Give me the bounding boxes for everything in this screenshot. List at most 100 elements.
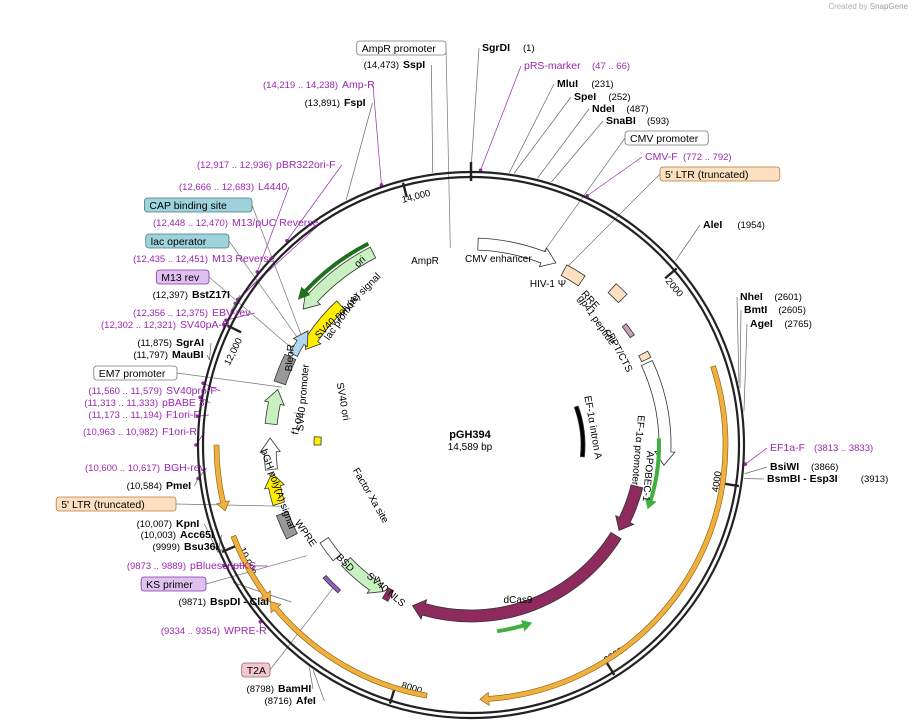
leader-line (508, 83, 555, 173)
label-name: pBABE 3' (162, 397, 207, 409)
leader-line (204, 523, 219, 553)
feature-cmv-enhancer (477, 237, 557, 268)
label-name: BsmBI - Esp3I (767, 473, 838, 485)
label-position: (3866) (811, 462, 838, 473)
feature-bleor (263, 388, 285, 426)
label-name: BstZ17I (192, 289, 230, 301)
box-background (93, 365, 178, 381)
left-label-sv40pro-f: (11,560 .. 11,579)SV40pro-F (88, 385, 216, 397)
feature-rre (607, 283, 628, 304)
left-label-pbluescriptks: (9873 .. 9889)pBluescriptKS (127, 560, 256, 572)
label-position: (8716) (265, 696, 292, 707)
leader-line (431, 64, 434, 173)
feature-label-dcas9: dCas9 (504, 595, 533, 606)
label-position: (487) (626, 104, 648, 115)
highlight-arc (213, 444, 230, 512)
label-name: BsiWI (770, 461, 799, 473)
plasmid-name: pGH394 (449, 429, 491, 441)
feature-inner-arrow (496, 619, 533, 634)
label-name: BspDI - ClaI (210, 596, 269, 608)
feature-label-hiv-1: HIV-1 Ψ (530, 279, 566, 290)
label-name: NdeI (592, 103, 615, 115)
box-text: CAP binding site (149, 200, 227, 212)
feature-sv40-promoter (259, 437, 281, 471)
box-label-ampr-promoter: AmpR promoter (356, 40, 447, 56)
label-name: CMV-F (645, 151, 678, 163)
leader-line (563, 173, 661, 271)
box-background (143, 197, 253, 213)
leader-line (744, 466, 768, 475)
label-position: (11,875) (137, 338, 172, 349)
bp-tick (221, 544, 237, 554)
right-label-bsmbi-esp3i: BsmBI - Esp3I(3913) (767, 473, 888, 485)
leader-line (194, 478, 199, 487)
label-position: (14,219 .. 14,238) (263, 80, 338, 91)
left-label-acc65i: (10,003)Acc65I (141, 529, 214, 541)
box-label-5-ltr-truncated: 5' LTR (truncated) (55, 496, 177, 512)
leader-line (175, 503, 283, 507)
box-text: KS primer (146, 579, 193, 591)
bp-tick (388, 688, 396, 704)
leader-line (470, 47, 480, 171)
label-name: WPRE-R (224, 625, 267, 637)
leader-line (228, 240, 302, 344)
label-position: (47 .. 66) (592, 61, 630, 72)
leader-line (372, 84, 382, 186)
label-position: (10,003) (141, 530, 176, 541)
box-background (624, 130, 709, 146)
bp-tick (664, 267, 678, 280)
label-name: pBluescriptKS (190, 560, 256, 572)
leader-line (551, 120, 604, 183)
label-position: (12,356 .. 12,375) (133, 308, 208, 319)
leader-line (309, 667, 314, 690)
feature-lac-promoter (289, 330, 309, 358)
right-label-prs-marker: pRS-marker(47 .. 66) (524, 60, 630, 72)
leader-line (286, 164, 343, 241)
label-position: (772 .. 792) (683, 152, 732, 163)
label-name: BmtI (744, 304, 767, 316)
left-label-afei: (8716)AfeI (265, 695, 316, 707)
label-position: (11,560 .. 11,579) (88, 386, 162, 397)
right-label-nhei: NheI(2601) (740, 291, 802, 303)
label-name: PmeI (166, 480, 191, 492)
label-position: (11,797) (133, 350, 168, 361)
label-position: (12,448 .. 12,470) (153, 218, 228, 229)
left-label-fspi: (13,891) FspI (305, 97, 366, 109)
feature-ef-1-intron-a (573, 405, 586, 458)
bp-tick (605, 661, 616, 676)
label-name: FspI (344, 97, 366, 109)
leader-line (205, 555, 307, 585)
primer-dot (194, 443, 198, 447)
leader-line (209, 342, 212, 361)
leader-line (538, 137, 626, 260)
box-background (659, 166, 781, 182)
label-name: BamHI (278, 683, 311, 695)
highlight-arc (230, 534, 271, 603)
leader-line (251, 204, 304, 341)
highlight-arc (479, 365, 729, 706)
label-position: (3813 .. 3833) (814, 443, 873, 454)
feature-label-f1-ori: f1 ori (290, 412, 305, 436)
feature-label-bleor: BleoR (284, 344, 297, 372)
label-position: (13,891) (305, 98, 340, 109)
right-label-ndei: NdeI (487) (592, 103, 649, 115)
label-position: (14,473) (364, 60, 399, 71)
right-label-agei: AgeI(2765) (750, 318, 812, 330)
label-position: (12,302 .. 12,321) (101, 320, 176, 331)
feature-inner-arrow (645, 438, 661, 510)
feature-apobec-1 (615, 484, 644, 532)
feature-wpre (319, 537, 342, 562)
feature-label-sv40-promoter: SV40 promoter (295, 363, 312, 432)
label-position: (1) (523, 43, 535, 54)
leader-line (202, 382, 221, 392)
label-position: (12,917 .. 12,936) (197, 160, 272, 171)
left-label-sspi: (14,473)SspI (364, 59, 426, 71)
box-background (241, 662, 271, 678)
leader-line (230, 294, 241, 312)
label-position: (231) (591, 79, 613, 90)
label-position: (10,600 .. 10,617) (85, 463, 160, 474)
box-text: CMV promoter (630, 133, 699, 145)
leader-line (480, 65, 522, 171)
label-name: F1ori-R (162, 426, 197, 438)
